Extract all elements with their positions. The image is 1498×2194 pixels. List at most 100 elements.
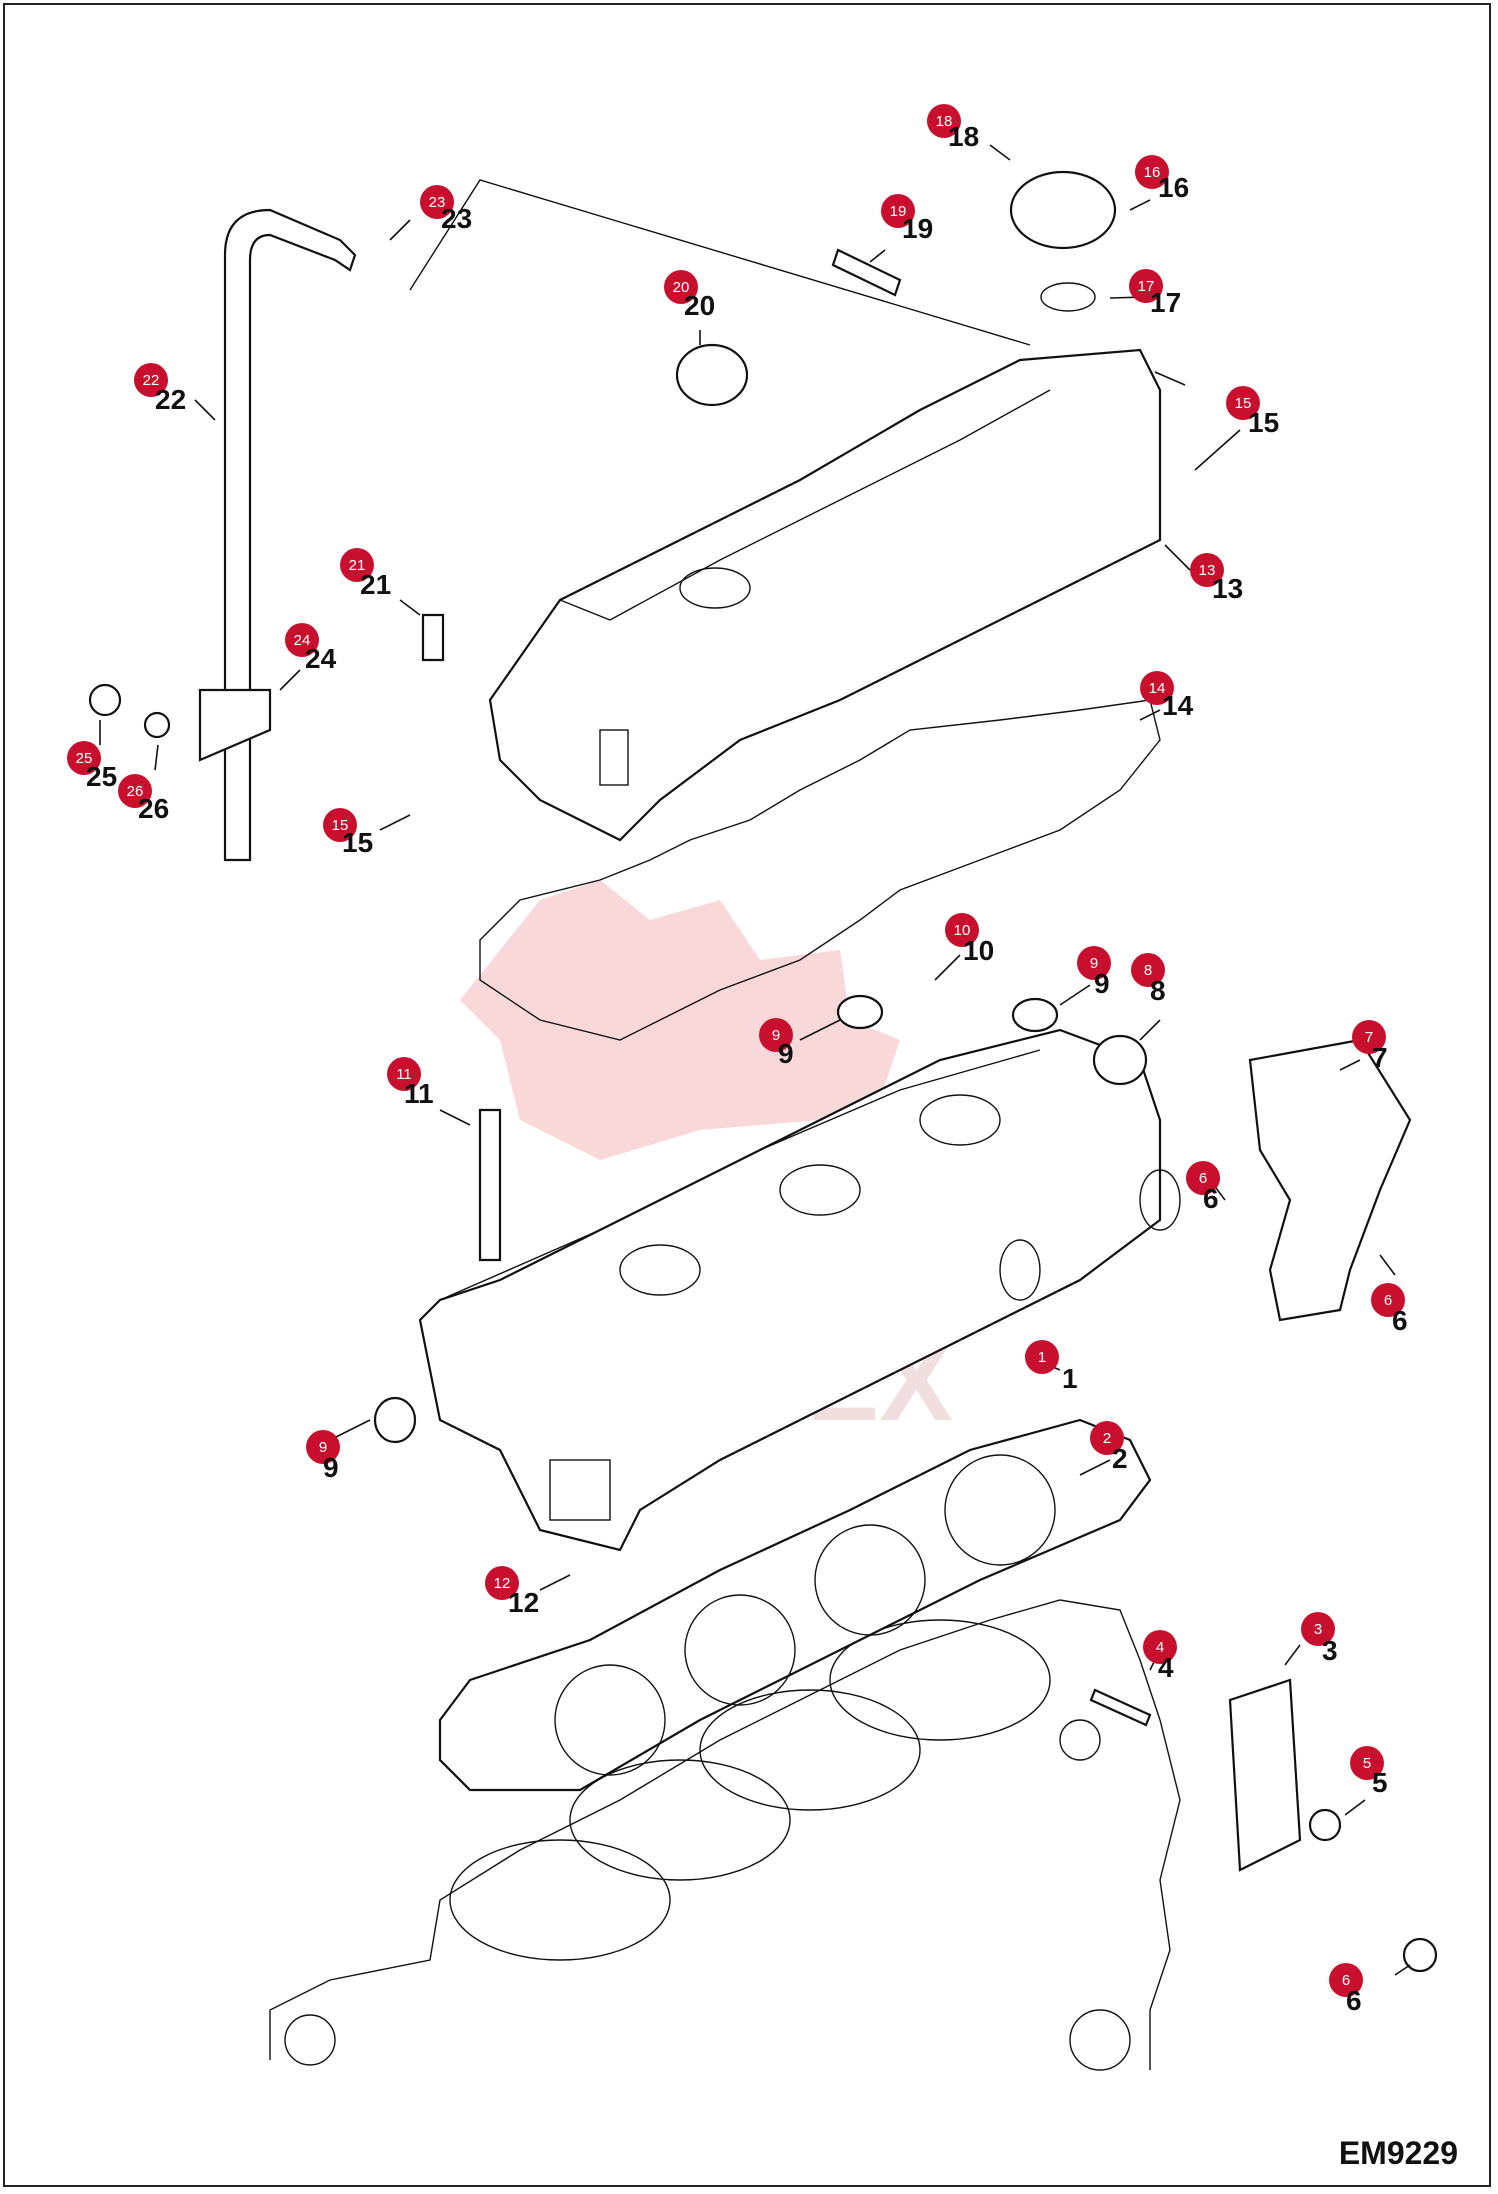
callout-badge-text: 3 [1314, 1621, 1322, 1638]
callout-badge-text: 1 [1038, 1349, 1046, 1366]
callout-number: 12 [508, 1587, 539, 1618]
clamp-bolt [88, 683, 122, 717]
callout-1[interactable]: 11 [1025, 1340, 1078, 1394]
oil-filler-cap [1009, 170, 1117, 250]
callout-number: 9 [323, 1452, 339, 1483]
callout-number: 6 [1346, 1985, 1362, 2016]
callout-badge-text: 10 [954, 922, 971, 939]
callout-badge-text: 23 [429, 194, 446, 211]
callout-number: 20 [684, 290, 715, 321]
callout-number: 15 [342, 827, 373, 858]
callout-badge-text: 14 [1149, 680, 1166, 697]
callout-number: 6 [1392, 1305, 1408, 1336]
callout-number: 10 [963, 935, 994, 966]
head-bolt [478, 1108, 502, 1262]
callout-badge-text: 9 [319, 1439, 327, 1456]
callout-number: 6 [1203, 1183, 1219, 1214]
expansion-plug [1092, 1034, 1148, 1086]
callout-badge-text: 13 [1199, 562, 1216, 579]
callout-6[interactable]: 66 [1371, 1283, 1408, 1336]
breather-hose [223, 208, 357, 862]
callout-badge-text: 9 [1090, 955, 1098, 972]
callout-number: 15 [1248, 407, 1279, 438]
callout-badge-text: 11 [396, 1066, 412, 1083]
callout-badge-text: 17 [1138, 278, 1155, 295]
callout-5[interactable]: 55 [1350, 1746, 1388, 1798]
diagram-code: EM9229 [1338, 2135, 1458, 2171]
lift-plate-bolt [1402, 1937, 1438, 1973]
cylinder-head [418, 1028, 1181, 1552]
rocker-cover-gasket [479, 699, 1161, 1041]
callout-number: 5 [1372, 1767, 1388, 1798]
callout-badge-text: 9 [772, 1027, 780, 1044]
callout-8[interactable]: 88 [1131, 953, 1166, 1006]
callout-number: 24 [305, 643, 337, 674]
callout-badge-text: 21 [349, 557, 366, 574]
callout-9[interactable]: 99 [1077, 946, 1111, 999]
diagram-frame [3, 3, 1491, 2187]
callout-number: 22 [155, 384, 186, 415]
callout-3[interactable]: 33 [1301, 1612, 1338, 1666]
callout-number: 18 [948, 121, 979, 152]
rocker-cover [488, 348, 1162, 842]
callout-7[interactable]: 77 [1352, 1020, 1388, 1073]
callout-number: 21 [360, 569, 391, 600]
callout-9[interactable]: 99 [759, 1018, 794, 1069]
callout-6[interactable]: 66 [1329, 1963, 1363, 2016]
callout-number: 3 [1322, 1635, 1338, 1666]
nut [1308, 1808, 1342, 1842]
callout-badge-text: 6 [1342, 1972, 1350, 1989]
callout-number: 23 [441, 203, 472, 234]
callout-badge-text: 24 [294, 632, 311, 649]
o-ring [1040, 282, 1096, 312]
callout-number: 9 [1094, 968, 1110, 999]
washer [143, 711, 171, 739]
callout-badge-text: 6 [1199, 1170, 1207, 1187]
callout-badge-text: 16 [1144, 164, 1161, 181]
callout-6[interactable]: 66 [1186, 1161, 1220, 1214]
callout-2[interactable]: 22 [1090, 1421, 1128, 1474]
callout-badge-text: 2 [1103, 1430, 1111, 1447]
callout-number: 8 [1150, 975, 1166, 1006]
engine-block [269, 1599, 1181, 2071]
callout-number: 1 [1062, 1363, 1078, 1394]
callout-badge-text: 15 [332, 817, 349, 834]
callout-badge-text: 15 [1235, 395, 1252, 412]
callout-number: 19 [902, 213, 933, 244]
callout-4[interactable]: 44 [1143, 1630, 1177, 1683]
callout-badge-text: 18 [936, 113, 953, 130]
callout-badge-text: 22 [143, 372, 160, 389]
callout-badge-text: 12 [494, 1575, 511, 1592]
head-gasket [438, 1418, 1152, 1792]
callout-9[interactable]: 99 [306, 1430, 340, 1483]
callout-badge-text: 4 [1156, 1639, 1164, 1656]
bracket [1248, 1038, 1412, 1322]
callout-badge-text: 25 [76, 750, 93, 767]
plug [1011, 997, 1059, 1033]
callout-badge-text: 19 [890, 203, 907, 220]
callout-number: 16 [1158, 172, 1189, 203]
callout-number: 26 [138, 793, 169, 824]
callout-number: 14 [1162, 690, 1194, 721]
plug [836, 994, 884, 1030]
callout-number: 4 [1158, 1652, 1174, 1683]
